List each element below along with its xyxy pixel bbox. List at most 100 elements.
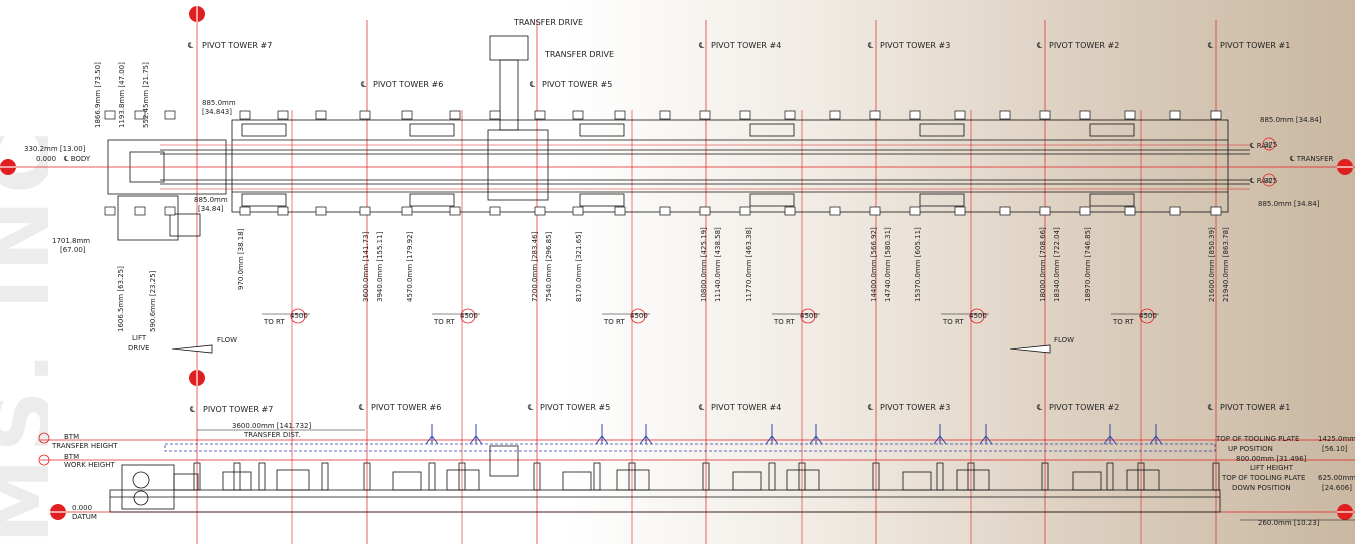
bracket (489, 110, 501, 120)
bracket (909, 206, 921, 216)
bracket (1169, 110, 1181, 120)
tooling-bracket (595, 435, 609, 445)
bracket (614, 110, 626, 120)
svg-text:TO RT: TO RT (1112, 318, 1134, 326)
svg-text:℄: ℄ (1208, 41, 1214, 50)
svg-text:4500: 4500 (1139, 312, 1157, 320)
side-post (702, 462, 710, 491)
svg-text:TO RT: TO RT (773, 318, 795, 326)
station-dim: 15370.0mm [605.11] (914, 227, 922, 302)
svg-text:℄: ℄ (359, 403, 365, 412)
tooling-bracket (765, 435, 779, 445)
station-dim: 21600.0mm [850.39] (1208, 227, 1216, 302)
side-post (1106, 462, 1114, 491)
svg-text:590.6mm [23.25]: 590.6mm [23.25] (149, 270, 157, 332)
side-post (458, 462, 466, 491)
bracket (277, 110, 289, 120)
side-view: ℄ PIVOT TOWER #7 ℄ PIVOT TOWER #6 ℄ PIVO… (38, 370, 1355, 527)
bracket (869, 110, 881, 120)
svg-text:625.00mm: 625.00mm (1318, 474, 1355, 482)
svg-text:℄ BODY: ℄ BODY (64, 155, 91, 163)
svg-text:260.0mm [10.23]: 260.0mm [10.23] (1258, 519, 1320, 527)
bracket (164, 206, 176, 216)
svg-text:1193.8mm [47.00]: 1193.8mm [47.00] (118, 62, 126, 128)
station-dim: 21940.0mm [863.78] (1222, 227, 1230, 302)
side-frame-box (392, 471, 422, 491)
svg-text:℄ TRANSFER: ℄ TRANSFER (1290, 155, 1333, 163)
svg-text:[67.00]: [67.00] (60, 246, 86, 254)
transfer-drive-label: TRANSFER DRIVE (513, 18, 583, 27)
bracket (614, 206, 626, 216)
tooling-bracket (1149, 435, 1163, 445)
svg-text:1866.9mm [73.50]: 1866.9mm [73.50] (94, 62, 102, 128)
side-frames (193, 462, 1220, 491)
tooling-bracket (425, 435, 439, 445)
station-dim: 14740.0mm [580.31] (884, 227, 892, 302)
bracket (1124, 110, 1136, 120)
station-dim: 3940.0mm [155.11] (376, 231, 384, 302)
pivot-label-7: ℄ (188, 41, 194, 50)
svg-text:PIVOT TOWER #4: PIVOT TOWER #4 (711, 403, 781, 412)
svg-text:0.000: 0.000 (72, 504, 92, 512)
svg-text:330.2mm [13.00]: 330.2mm [13.00] (24, 145, 86, 153)
tooling-bracket (933, 435, 947, 445)
pivot-label-7-text: PIVOT TOWER #7 (202, 41, 272, 50)
svg-text:970.0mm [38.18]: 970.0mm [38.18] (237, 228, 245, 290)
bracket (239, 206, 251, 216)
bracket (534, 110, 546, 120)
bracket (739, 110, 751, 120)
svg-text:LIFT HEIGHT: LIFT HEIGHT (1250, 464, 1294, 472)
side-post (193, 462, 201, 491)
bracket (1079, 206, 1091, 216)
pivot-label-6-text: PIVOT TOWER #6 (373, 80, 443, 89)
svg-text:℄: ℄ (528, 403, 534, 412)
svg-text:℄: ℄ (1037, 41, 1043, 50)
side-frame-box (786, 469, 820, 491)
pivot-labels-top: ℄ PIVOT TOWER #7 ℄ PIVOT TOWER #6 ℄ PIVO… (188, 18, 1290, 89)
svg-text:℄: ℄ (190, 405, 196, 414)
svg-text:DRIVE: DRIVE (128, 344, 150, 352)
bracket (164, 110, 176, 120)
bracket (449, 206, 461, 216)
left-dimensions: 1866.9mm [73.50] 1193.8mm [47.00] 552.45… (24, 62, 245, 352)
svg-text:PIVOT TOWER #5: PIVOT TOWER #5 (540, 403, 610, 412)
side-frame-box (616, 469, 650, 491)
svg-text:1701.8mm: 1701.8mm (52, 237, 90, 245)
svg-text:BTM: BTM (64, 433, 79, 441)
svg-text:1606.5mm [63.25]: 1606.5mm [63.25] (117, 266, 125, 332)
bracket (277, 206, 289, 216)
side-post (872, 462, 880, 491)
side-post (1041, 462, 1049, 491)
svg-text:PIVOT TOWER #1: PIVOT TOWER #1 (1220, 403, 1290, 412)
station-dim: 18340.0mm [722.04] (1053, 227, 1061, 302)
bracket (1210, 206, 1222, 216)
svg-text:FLOW: FLOW (1054, 336, 1074, 344)
station-dim: 3600.0mm [141.73] (362, 231, 370, 302)
machine-base (109, 445, 1221, 513)
side-frame-box (276, 469, 310, 491)
side-post (321, 462, 329, 491)
transfer-drive-label-2: TRANSFER DRIVE (544, 50, 614, 59)
bracket (359, 206, 371, 216)
bracket (1210, 110, 1222, 120)
side-post (936, 462, 944, 491)
svg-text:885.0mm [34.84]: 885.0mm [34.84] (1260, 116, 1322, 124)
bracket (1169, 206, 1181, 216)
svg-text:4500: 4500 (800, 312, 818, 320)
flow-arrow-left: FLOW (171, 336, 237, 354)
bracket (315, 206, 327, 216)
side-frame-box (222, 471, 252, 491)
svg-text:885.0mm: 885.0mm (202, 99, 236, 107)
side-post (533, 462, 541, 491)
svg-text:℄ RAIL: ℄ RAIL (1250, 142, 1272, 150)
bracket (239, 110, 251, 120)
station-dim: 11140.0mm [438.58] (714, 227, 722, 302)
flow-arrow-right: FLOW (1009, 336, 1074, 354)
svg-text:[56.10]: [56.10] (1322, 445, 1348, 453)
svg-text:TO RT: TO RT (263, 318, 285, 326)
side-post (628, 462, 636, 491)
